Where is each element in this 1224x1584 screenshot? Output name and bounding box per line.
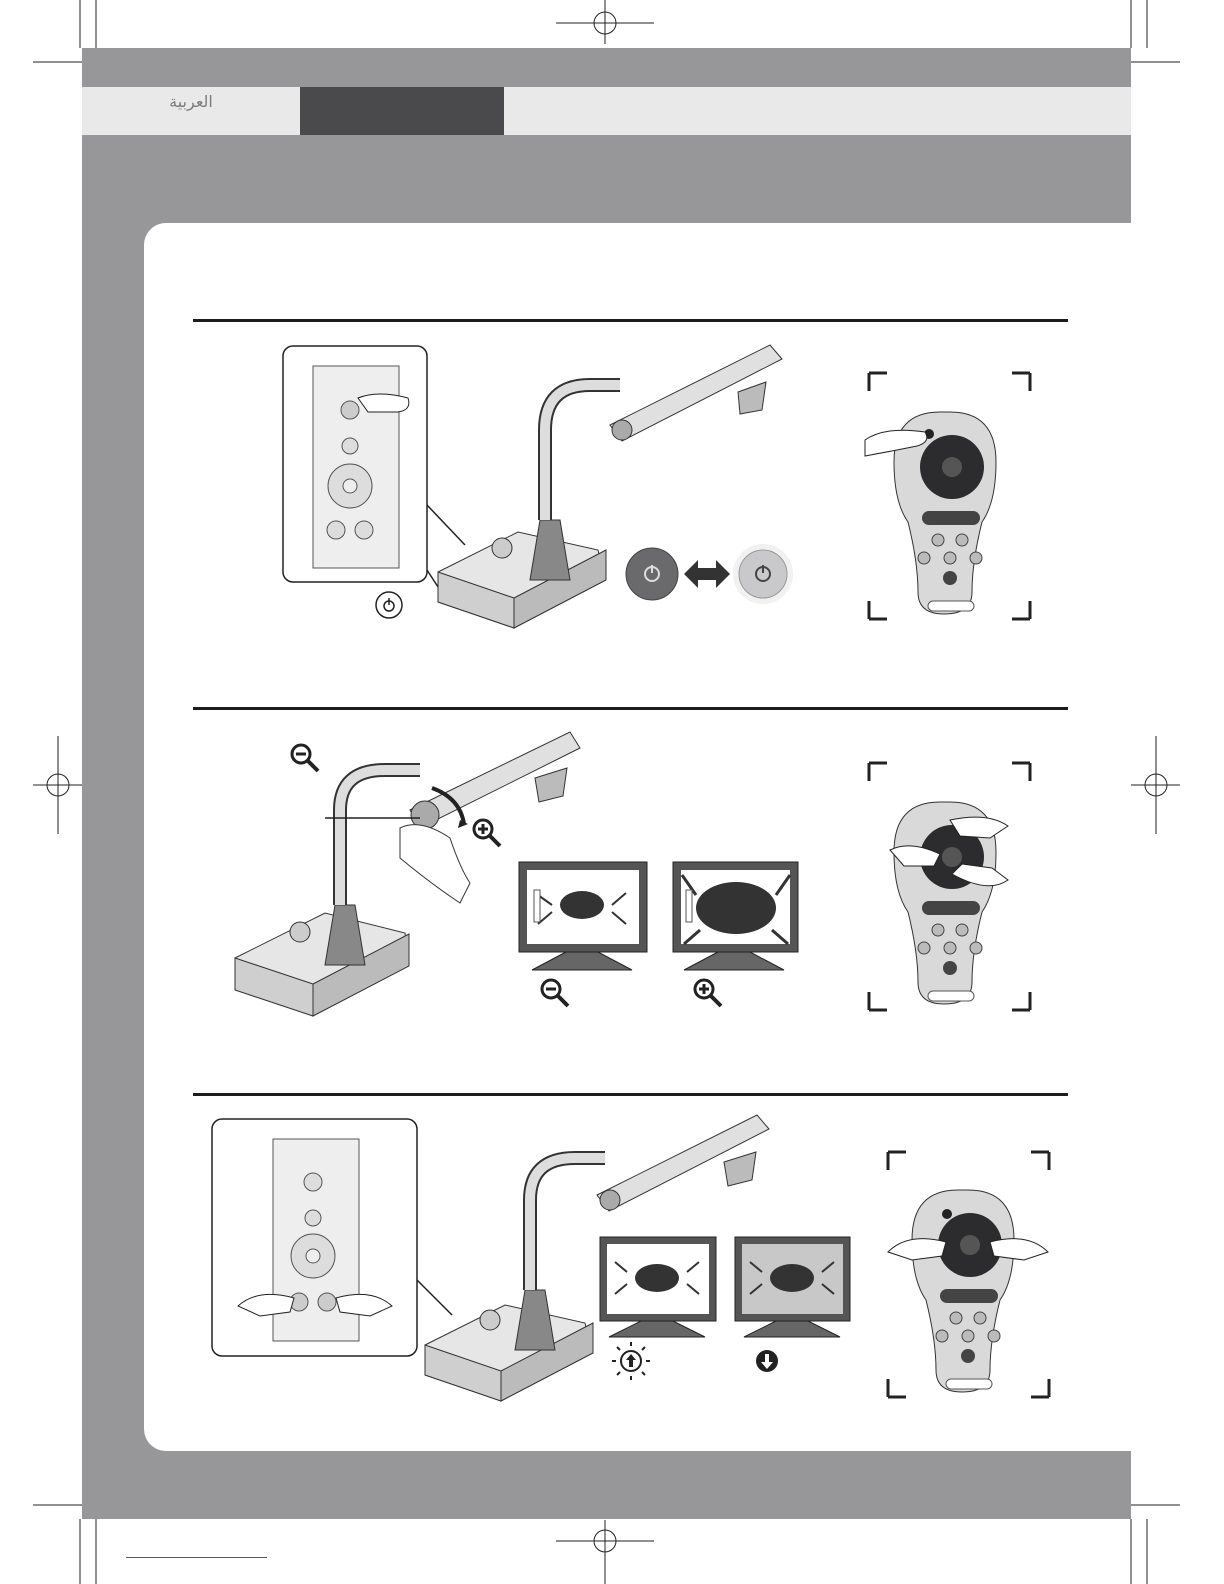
monitor-dim — [735, 1237, 850, 1337]
footer-link-underline — [126, 1557, 267, 1558]
control-panel-callout-2 — [212, 1119, 452, 1356]
remote-control-3 — [888, 1152, 1049, 1397]
brightness-down-icon — [756, 1350, 778, 1372]
brightness-up-icon — [612, 1342, 650, 1380]
monitor-bright — [600, 1237, 716, 1337]
document-camera-3 — [425, 1115, 769, 1401]
